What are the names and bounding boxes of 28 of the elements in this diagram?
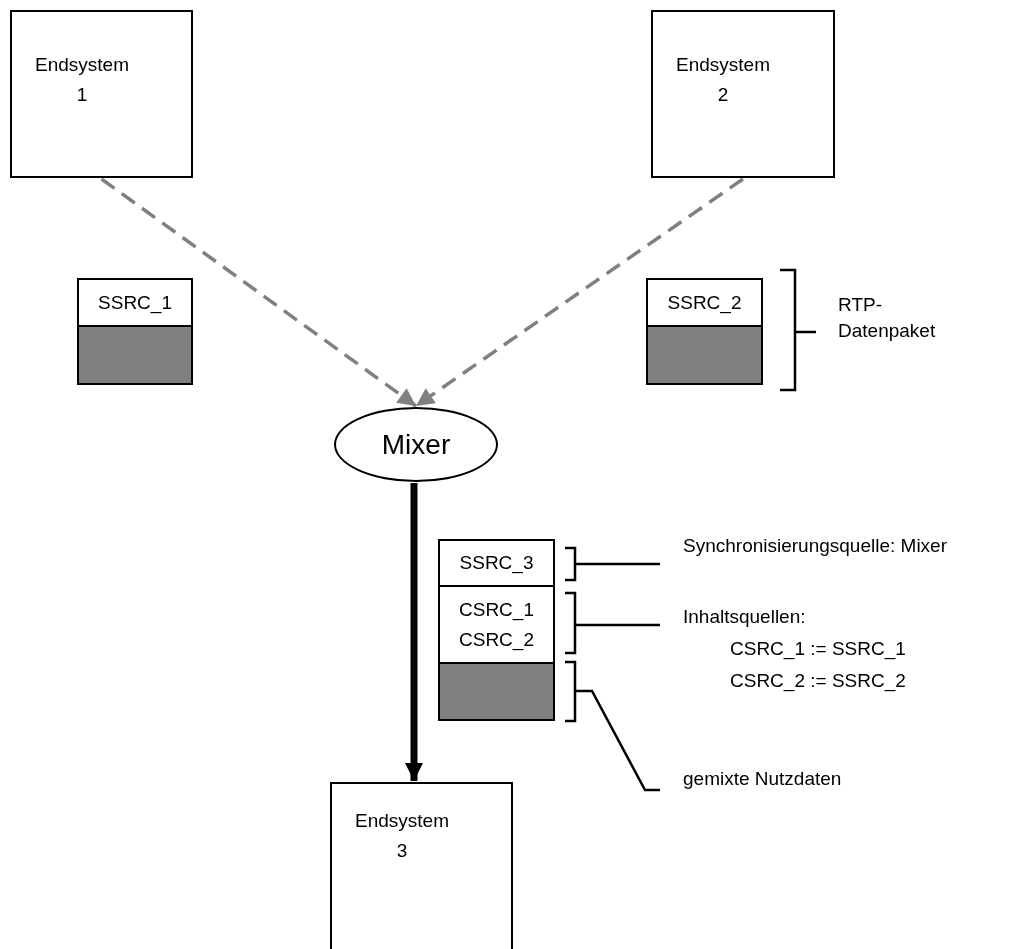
field-label: CSRC_2 <box>459 627 534 653</box>
annotation-text: Inhaltsquellen: <box>683 605 806 629</box>
annotation-text: CSRC_2 := SSRC_2 <box>730 669 906 694</box>
node-label: Endsystem 2 <box>675 53 771 107</box>
annotation-text: gemixte Nutzdaten <box>683 767 842 791</box>
payload-bar <box>646 325 763 385</box>
end-system-box <box>651 10 835 178</box>
header-field <box>438 539 555 585</box>
node-label: Endsystem 3 <box>354 809 450 863</box>
field-label: SSRC_2 <box>667 290 742 316</box>
node-label: Mixer <box>381 427 451 462</box>
arrow <box>100 177 418 408</box>
header-field <box>438 585 555 662</box>
end-system-box <box>10 10 193 178</box>
annotation-text: Synchronisierungsquelle: Mixer <box>683 534 947 558</box>
field-label: SSRC_1 <box>98 290 172 316</box>
node-label: Endsystem 1 <box>34 53 130 107</box>
arrow <box>405 483 423 781</box>
field-label: CSRC_1 <box>459 597 534 623</box>
header-field <box>77 278 193 325</box>
annotation-text: RTP- Datenpaket <box>838 293 937 343</box>
payload-bar <box>438 662 555 721</box>
arrow <box>415 177 744 408</box>
annotation-text: CSRC_1 := SSRC_1 <box>730 637 906 662</box>
payload-bar <box>77 325 193 385</box>
end-system-box <box>330 782 513 949</box>
field-label: SSRC_3 <box>459 551 534 576</box>
header-field <box>646 278 763 325</box>
